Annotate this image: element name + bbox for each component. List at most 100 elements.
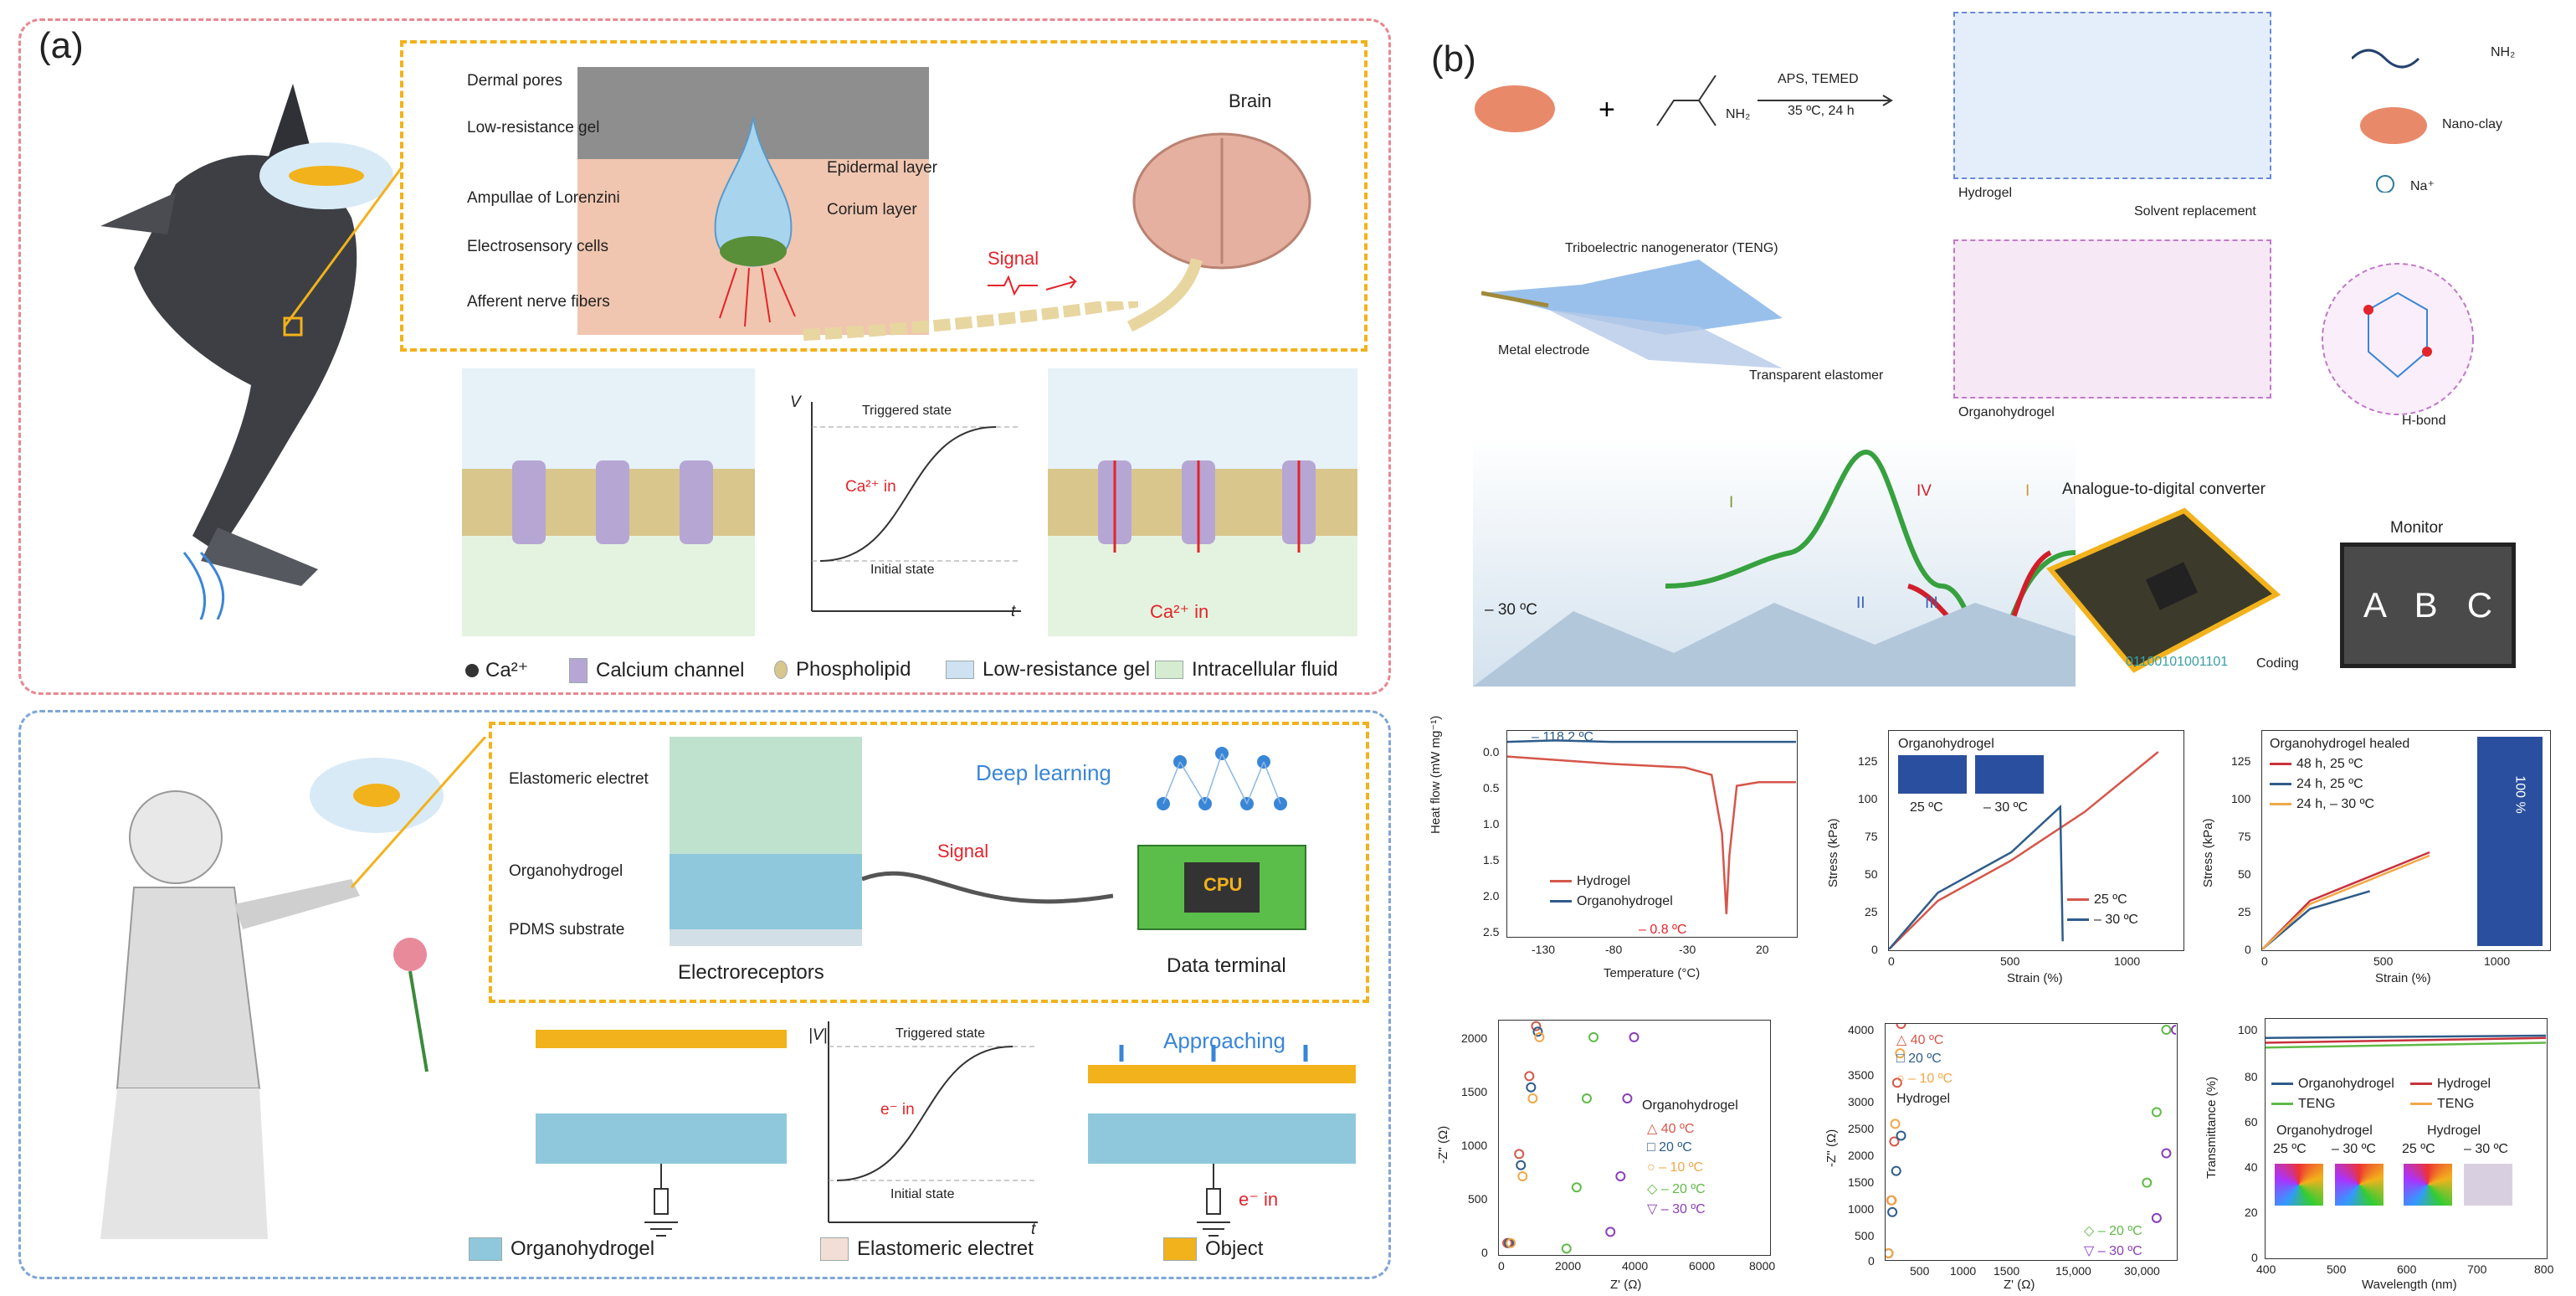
- data-point: [1581, 1093, 1592, 1103]
- data-point: [1887, 1206, 1898, 1217]
- nyquist1-xtick: 8000: [1749, 1259, 1776, 1273]
- stress-title: Organohydrogel: [1898, 737, 1994, 751]
- healed-ytick: 25: [2238, 905, 2251, 918]
- reaction-scheme: +: [1475, 75, 1893, 132]
- label-triggered-top: Triggered state: [862, 404, 952, 418]
- robot-illustration: [100, 737, 487, 1239]
- nyquist2-ytick: 3500: [1848, 1068, 1875, 1082]
- healed-svg: [2261, 851, 2430, 950]
- series-line: [2261, 851, 2430, 950]
- nyquist1-ylabel: -Z'' (Ω): [1436, 1125, 1450, 1164]
- data-point: [1895, 1048, 1906, 1059]
- legend-object: Object: [1163, 1237, 1263, 1261]
- trans-legend-organohydrogel: Organohydrogel: [2271, 1077, 2394, 1092]
- nyquist1-ytick: 2000: [1461, 1031, 1488, 1045]
- neural-network-icon: [1137, 747, 1306, 930]
- data-point: [1534, 1031, 1545, 1042]
- label-roman-3: III: [1925, 594, 1938, 612]
- trans-ytick: 80: [2245, 1070, 2258, 1083]
- healed-legend-24h-cold: 24 h, – 30 ºC: [2270, 797, 2374, 812]
- data-point: [1622, 1093, 1633, 1103]
- trans-legend-teng: TENG: [2271, 1097, 2335, 1112]
- stress-xtick: 0: [1888, 954, 1895, 968]
- trans-legend-hydrogel: Hydrogel: [2410, 1077, 2491, 1092]
- healed-ytick: 75: [2238, 830, 2251, 843]
- panel-label-b: (b): [1431, 39, 1476, 80]
- data-point: [1889, 1136, 1900, 1147]
- nyquist2-ytick: 4000: [1848, 1023, 1875, 1036]
- nyquist2-ylabel: -Z'' (Ω): [1824, 1129, 1839, 1167]
- label-afferent-nerve: Afferent nerve fibers: [467, 293, 610, 311]
- data-point: [1526, 1082, 1537, 1093]
- data-point: [1514, 1149, 1525, 1160]
- healed-ytick: 100: [2231, 792, 2251, 805]
- nyquist2-plot: [1883, 1019, 2181, 1261]
- nyquist1-ytick: 1000: [1461, 1139, 1488, 1152]
- nyquist1-legend: △ 40 ºC: [1647, 1122, 1695, 1136]
- dsc-xtick: -30: [1679, 943, 1696, 956]
- data-point: [1506, 1237, 1516, 1248]
- label-binary: 01100101001101: [2126, 655, 2229, 669]
- series-line: [1888, 751, 2159, 950]
- stress-inset-25: [1898, 755, 1967, 794]
- svg-text:+: +: [1598, 94, 1615, 126]
- healed-xtick: 500: [2373, 954, 2394, 968]
- trans-ytick: 100: [2238, 1023, 2258, 1036]
- stress-legend-minus30: – 30 ºC: [2067, 913, 2138, 928]
- label-ampullae: Ampullae of Lorenzini: [467, 189, 620, 207]
- dsc-legend-hydrogel: Hydrogel: [1550, 874, 1630, 889]
- nyquist2-legend: ◇ – 20 ºC: [2084, 1224, 2142, 1238]
- stress-ytick: 125: [1858, 754, 1878, 768]
- nyquist1-plot: [1498, 1020, 1771, 1256]
- trans-ylabel: Transmittance (%): [2204, 1077, 2219, 1179]
- nyquist2-ytick: 0: [1868, 1254, 1875, 1268]
- data-point: [1883, 1247, 1894, 1258]
- nyquist2-ytick: 1500: [1848, 1175, 1875, 1189]
- dsc-ytick: 2.0: [1483, 889, 1500, 903]
- data-point: [1605, 1227, 1616, 1237]
- panel-label-a: (a): [38, 25, 84, 66]
- brain-icon: [1126, 132, 1311, 332]
- dsc-ytick: 2.5: [1483, 925, 1500, 939]
- legend-elastomeric-electret: Elastomeric electret: [820, 1237, 1034, 1261]
- trans-xtick: 400: [2256, 1263, 2276, 1276]
- healed-xlabel: Strain (%): [2375, 971, 2431, 985]
- nyquist2-xtick: 15,000: [2055, 1264, 2091, 1278]
- stress-legend-25: 25 ºC: [2067, 892, 2127, 908]
- label-monitor: Monitor: [2390, 519, 2444, 537]
- stress-ytick: 75: [1865, 830, 1878, 843]
- panel-a-top-border: [18, 18, 1391, 695]
- healed-ytick: 125: [2231, 754, 2251, 768]
- stress-ytick: 50: [1865, 867, 1878, 881]
- trans-legend-teng-2: TENG: [2410, 1097, 2474, 1112]
- nyquist2-xtick: 30,000: [2124, 1264, 2160, 1278]
- trans-photo-3: [2404, 1164, 2452, 1206]
- nyquist2-ytick: 2500: [1848, 1122, 1875, 1135]
- label-pdms-substrate: PDMS substrate: [509, 921, 625, 939]
- label-brain: Brain: [1229, 90, 1272, 111]
- stress-xtick: 1000: [2114, 954, 2141, 968]
- data-point: [2151, 1107, 2162, 1118]
- label-conditions: 35 ºC, 24 h: [1788, 104, 1855, 118]
- dsc-ytick: 1.0: [1483, 817, 1500, 831]
- nyquist2-ytick: 1000: [1848, 1202, 1875, 1216]
- strain-waveform: [1473, 449, 2076, 687]
- trans-xtick: 500: [2327, 1263, 2347, 1276]
- label-ca-in-right: Ca²⁺ in: [1150, 601, 1209, 622]
- stress-inset-minus30: [1975, 755, 2044, 794]
- data-point: [1516, 1160, 1527, 1170]
- nyquist2-xtick: 1000: [1950, 1264, 1977, 1278]
- label-roman-4: IV: [1917, 482, 1932, 500]
- data-point: [2151, 1212, 2162, 1223]
- callout-line: [285, 167, 402, 327]
- organohydrogel-network: [1953, 239, 2271, 399]
- nyquist2-ytick: 500: [1855, 1229, 1875, 1242]
- stress-xlabel: Strain (%): [2007, 971, 2063, 985]
- legend-organohydrogel: Organohydrogel: [469, 1237, 654, 1261]
- data-point: [1891, 1077, 1902, 1088]
- device-resting: [536, 1030, 787, 1237]
- nyquist1-title: Organohydrogel: [1642, 1098, 1738, 1113]
- label-na: Na⁺: [2410, 179, 2435, 193]
- dsc-xtick: 20: [1756, 943, 1769, 956]
- panel-a-bottom-border: [18, 710, 1391, 1279]
